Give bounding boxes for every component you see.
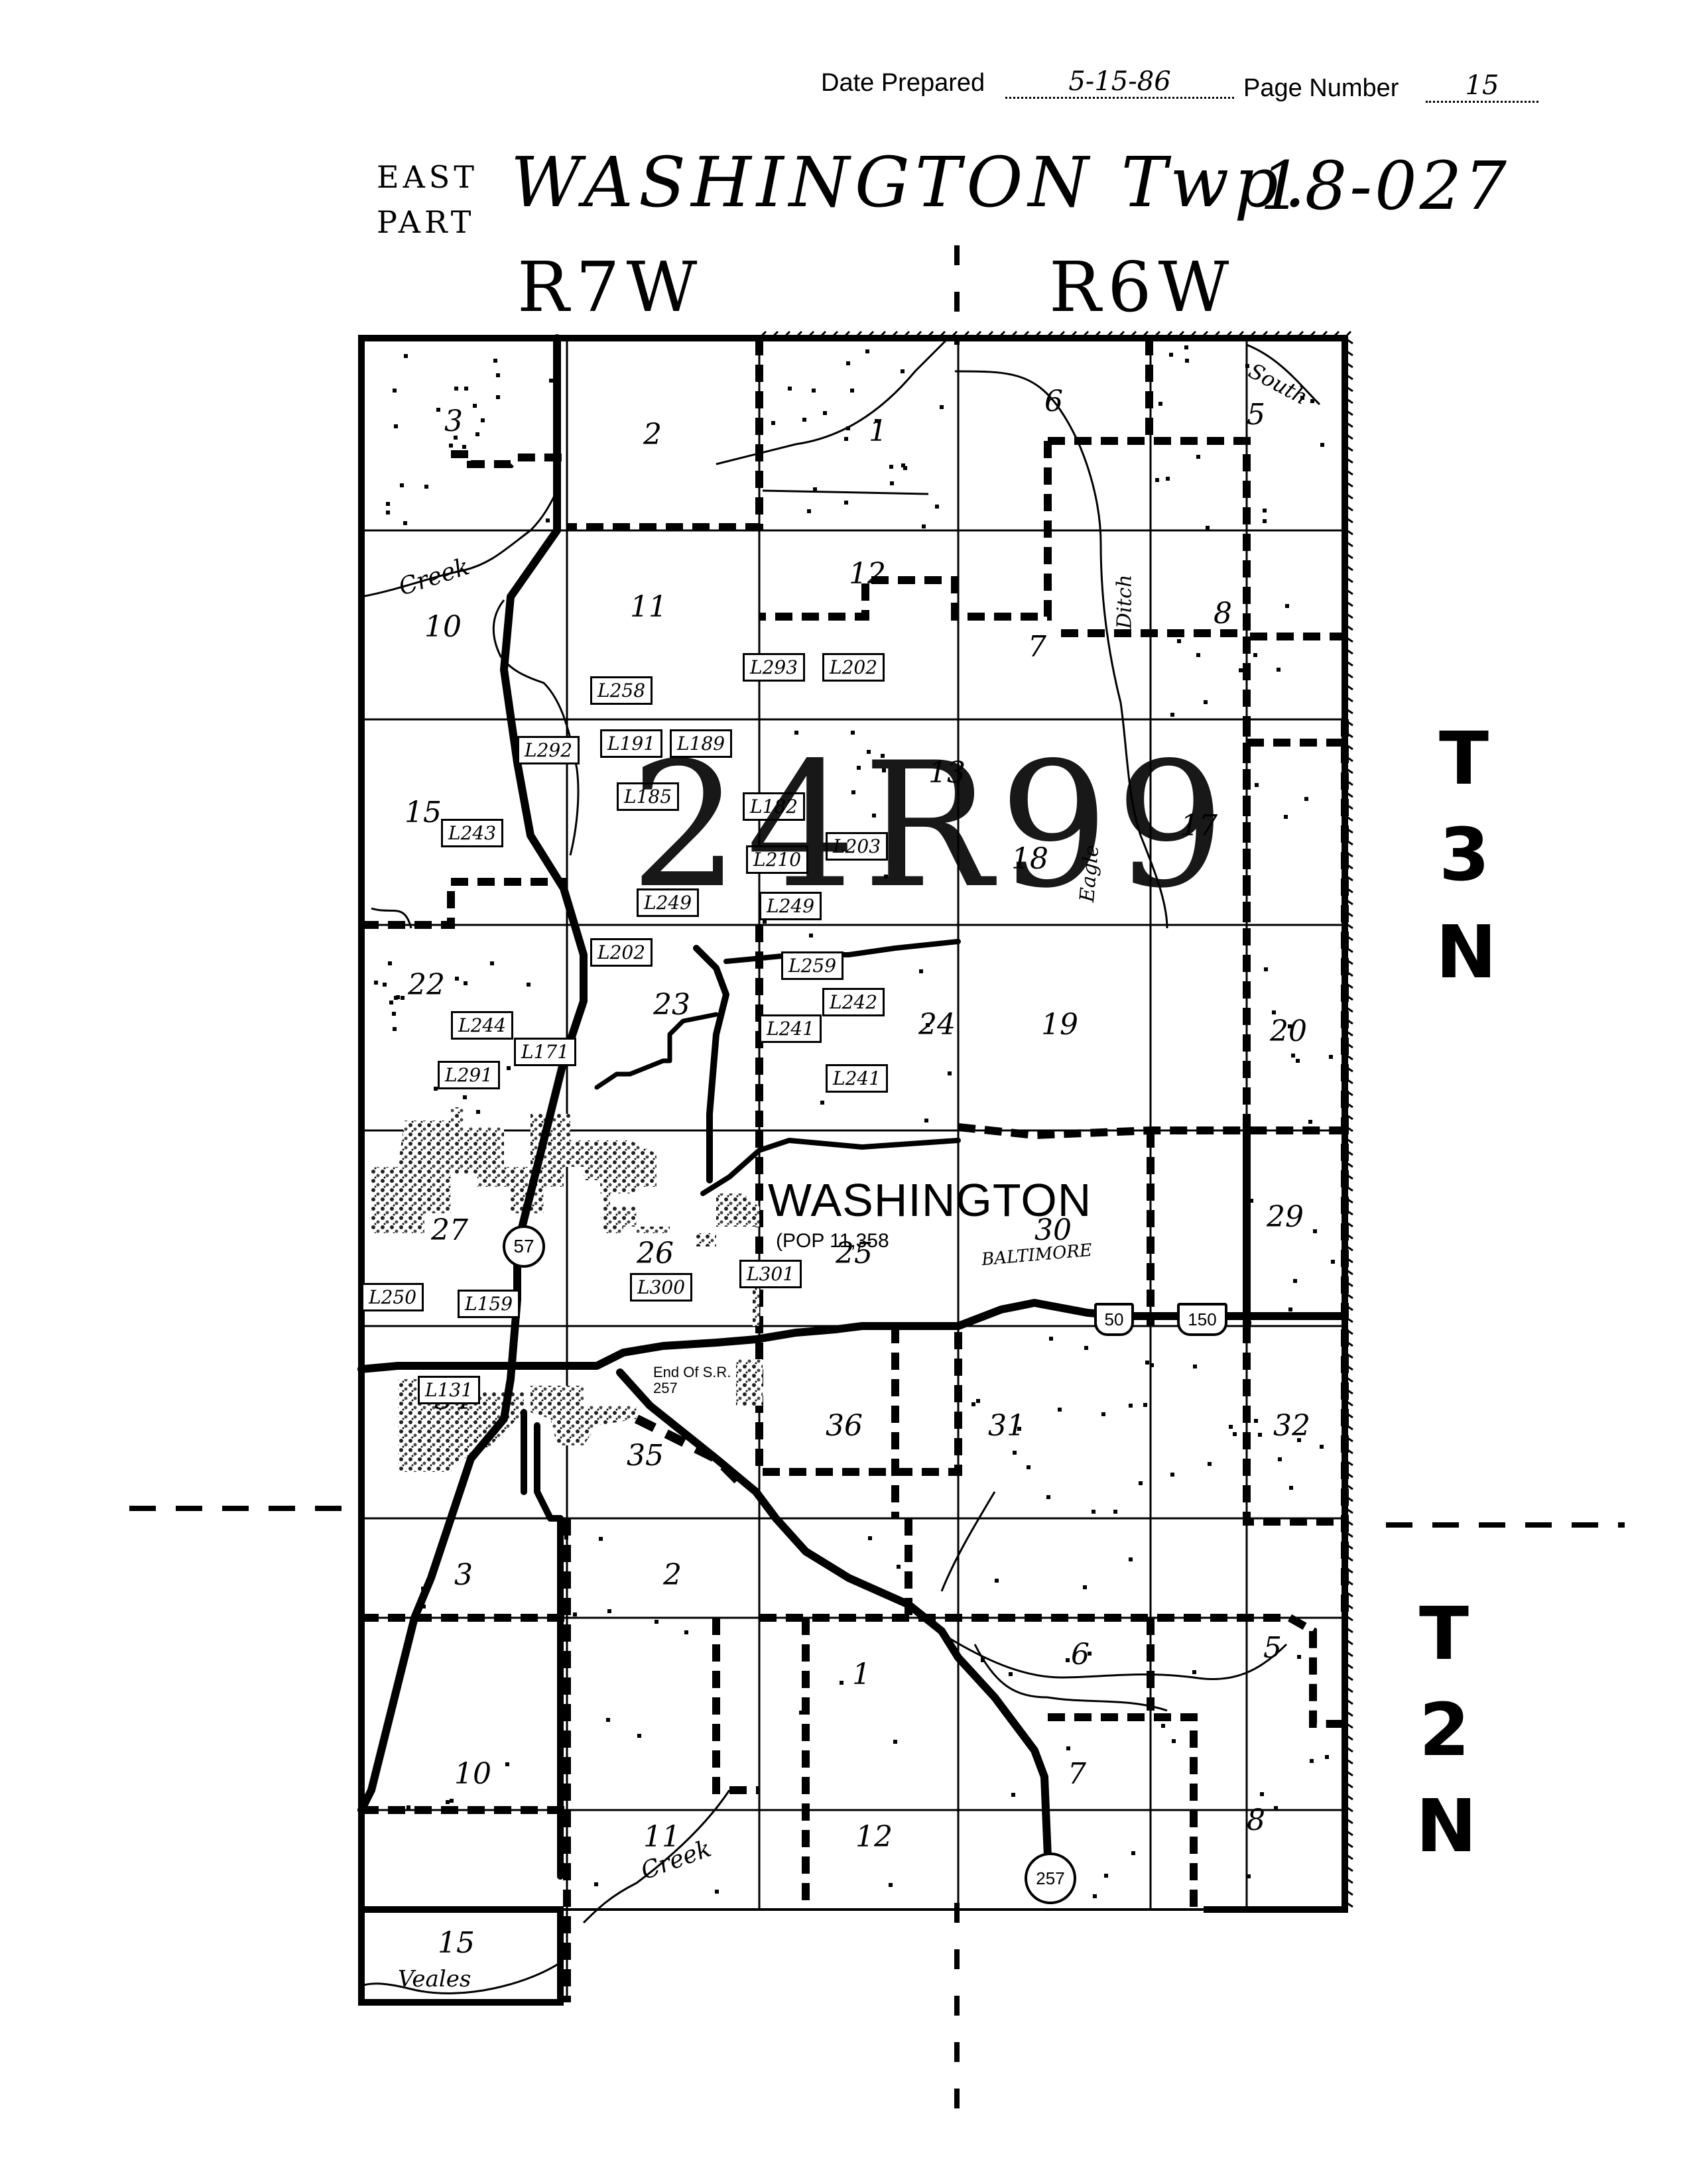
t3n-section-23: 29	[1267, 1200, 1304, 1234]
t2n-section-0: 3	[454, 1558, 473, 1592]
t3n-section-3: 6	[1044, 385, 1063, 418]
title-part-line1: EAST	[377, 159, 478, 195]
lot-label-17: L241	[826, 1064, 889, 1093]
township-label-t2n-n: N	[1416, 1784, 1477, 1868]
range-label-right: R6W	[1049, 247, 1236, 328]
t2n-section-4: 5	[1263, 1631, 1282, 1665]
lot-label-3: L292	[517, 736, 580, 764]
lot-label-21: L301	[739, 1260, 802, 1288]
handwritten-overlay-code: 24R99	[630, 726, 1232, 926]
lot-label-1: L191	[600, 729, 663, 758]
t3n-section-0: 3	[444, 404, 463, 438]
lot-label-19: L293	[743, 653, 806, 682]
t3n-section-27: 31	[988, 1409, 1025, 1443]
ditch-label: Ditch	[1113, 574, 1137, 629]
t3n-section-25: 35	[627, 1439, 664, 1473]
t2n-section-9: 8	[1247, 1803, 1265, 1837]
lot-label-4: L185	[617, 782, 680, 811]
route-shield-50: 50	[1094, 1303, 1134, 1336]
t3n-section-15: 23	[653, 988, 690, 1022]
lot-label-9: L249	[637, 888, 700, 917]
lot-label-22: L300	[630, 1273, 693, 1302]
t3n-section-17: 19	[1041, 1008, 1078, 1042]
township-label-t3n-3: 3	[1439, 812, 1490, 897]
route-shield-150: 150	[1177, 1303, 1227, 1336]
title-part-line2: PART	[377, 204, 475, 240]
t2n-section-2: 1	[852, 1658, 871, 1691]
township-label-t2n-t: T	[1419, 1591, 1469, 1676]
city-name: WASHINGTON	[768, 1174, 1092, 1226]
t2n-section-5: 10	[454, 1757, 491, 1791]
lot-label-11: L249	[759, 892, 822, 920]
lot-label-23: L250	[361, 1283, 424, 1311]
t3n-section-16: 24	[918, 1008, 956, 1042]
t3n-section-8: 7	[1028, 630, 1046, 664]
t3n-section-10: 15	[405, 796, 442, 829]
route-shield-257: 257	[1025, 1852, 1076, 1904]
t2n-section-7: 12	[855, 1820, 893, 1854]
t3n-section-7: 12	[849, 557, 886, 591]
t3n-section-5: 10	[424, 610, 462, 644]
t3n-section-18: 20	[1270, 1014, 1307, 1048]
t3n-section-11: 13	[928, 756, 966, 790]
t3n-section-14: 22	[408, 968, 445, 1002]
t2n-section-1: 2	[663, 1558, 682, 1592]
range-label-left: R7W	[517, 247, 704, 328]
t3n-section-2: 1	[869, 414, 887, 448]
eagle-label: Eagle	[1075, 843, 1104, 904]
lot-label-25: L131	[418, 1376, 481, 1404]
township-code: 18-027	[1260, 147, 1509, 225]
t3n-section-9: 8	[1214, 597, 1232, 631]
township-label-t3n-n: N	[1436, 910, 1497, 995]
t3n-section-13: 17	[1180, 809, 1218, 843]
page-number-value: 15	[1426, 70, 1538, 103]
lot-label-6: L210	[746, 845, 809, 874]
date-prepared-label: Date Prepared	[821, 69, 985, 97]
t2n-section-3: 6	[1071, 1638, 1090, 1671]
date-prepared-value: 5-15-86	[1005, 66, 1234, 99]
t3n-section-26: 36	[826, 1409, 863, 1443]
township-divider	[129, 1506, 1625, 1528]
creeks	[361, 337, 1321, 1994]
t3n-section-21: 25	[836, 1237, 873, 1270]
lot-label-20: L202	[822, 653, 885, 682]
township-title: WASHINGTON Twp.	[511, 142, 1311, 223]
lot-label-7: L203	[826, 832, 889, 861]
end-of-route-label: End Of S.R. 257	[653, 1364, 731, 1396]
route-shield-57: 57	[503, 1225, 545, 1268]
lot-label-12: L259	[781, 951, 844, 980]
boundary-hachure	[758, 330, 1353, 1908]
t3n-section-20: 26	[637, 1237, 674, 1270]
t3n-section-19: 27	[431, 1213, 468, 1247]
lot-label-15: L171	[514, 1038, 577, 1066]
t3n-section-4: 5	[1247, 398, 1265, 432]
veales-label: Veales	[398, 1966, 471, 1992]
lot-label-8: L243	[441, 819, 504, 847]
lot-label-2: L189	[670, 729, 733, 758]
t3n-section-6: 11	[630, 590, 667, 624]
dashed-boundaries	[361, 338, 1349, 2002]
t2n-section-8: 7	[1068, 1757, 1086, 1791]
t3n-section-12: 18	[1011, 842, 1048, 876]
city-population: (POP 11,358	[776, 1230, 889, 1252]
lot-label-16: L291	[438, 1061, 501, 1089]
lot-label-13: L242	[822, 988, 885, 1016]
old-route-257	[634, 1414, 746, 1488]
t3n-section-28: 32	[1273, 1409, 1310, 1443]
highways	[357, 334, 1349, 1880]
t2n-section-6: 11	[643, 1820, 680, 1854]
t3n-section-22: 30	[1034, 1213, 1072, 1247]
t2n-section-10: 15	[438, 1926, 475, 1960]
lot-label-18: L241	[759, 1014, 822, 1043]
township-label-t3n-t: T	[1439, 716, 1489, 801]
township-label-t2n-2: 2	[1419, 1687, 1470, 1772]
lot-label-14: L244	[451, 1011, 514, 1040]
lot-label-5: L182	[743, 792, 806, 821]
lot-label-10: L202	[590, 938, 653, 967]
t3n-section-1: 2	[643, 418, 662, 452]
lot-label-0: L258	[590, 676, 653, 705]
lot-label-24: L159	[458, 1290, 521, 1318]
page-number-label: Page Number	[1243, 74, 1399, 102]
